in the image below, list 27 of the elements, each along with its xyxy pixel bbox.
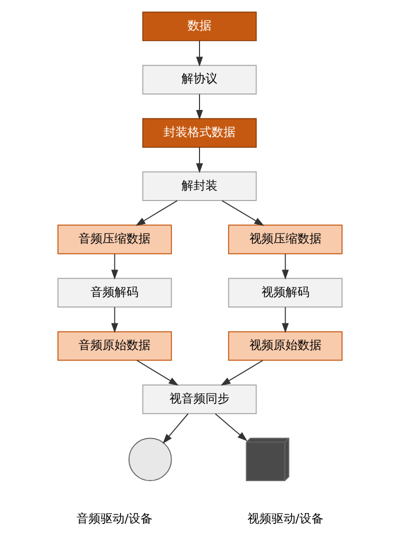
node-box: 视频压缩数据 [228, 224, 343, 254]
arrow [136, 200, 178, 226]
node-box: 视音频同步 [142, 384, 257, 414]
node-box: 音频原始数据 [57, 331, 172, 361]
arrow [111, 253, 118, 280]
arrow [196, 146, 203, 174]
node-box: 解封装 [142, 171, 257, 201]
node-box: 视频解码 [228, 278, 343, 308]
node-box: 音频压缩数据 [57, 224, 172, 254]
node-label: 音频驱动/设备 [76, 512, 153, 526]
node-box: 视频原始数据 [228, 331, 343, 361]
arrow [222, 200, 264, 226]
node-box: 数据 [142, 12, 257, 42]
arrow [282, 306, 289, 333]
node-box: 解协议 [142, 64, 257, 94]
arrow [196, 40, 203, 67]
arrow [111, 306, 118, 333]
arrow [162, 413, 189, 444]
arrow [282, 253, 289, 280]
arrow [196, 94, 203, 120]
node-box: 封装格式数据 [142, 118, 257, 148]
arrow [214, 413, 248, 442]
arrow [136, 360, 179, 386]
node-box: 音频解码 [57, 278, 172, 308]
node-circle [128, 438, 172, 482]
arrow [220, 360, 264, 386]
node-label: 视频驱动/设备 [247, 512, 324, 526]
